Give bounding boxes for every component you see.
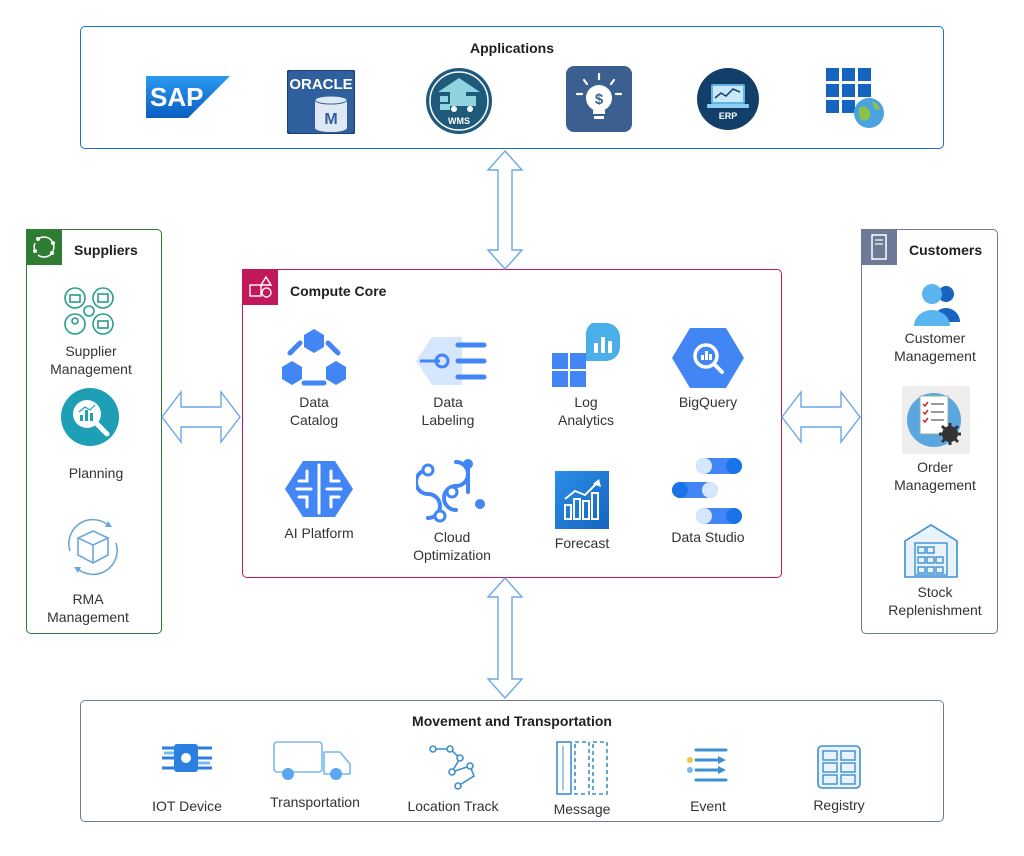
data-catalog-icon bbox=[282, 329, 346, 386]
svg-text:SAP: SAP bbox=[150, 82, 203, 112]
movement-title: Movement and Transportation bbox=[412, 713, 612, 729]
wms-logo: WMS bbox=[426, 68, 492, 134]
supplier-network-icon bbox=[64, 287, 114, 335]
server-icon bbox=[861, 229, 897, 265]
message-label: Message bbox=[553, 801, 611, 817]
order-management-label: Order Management bbox=[894, 459, 976, 493]
order-document-icon bbox=[902, 386, 970, 454]
web-apps-logo bbox=[826, 68, 884, 128]
customer-management-label: Customer Management bbox=[894, 330, 976, 364]
core-customers-connector bbox=[781, 390, 861, 444]
transportation-label: Transportation bbox=[270, 794, 360, 810]
svg-text:WMS: WMS bbox=[448, 116, 470, 126]
compute-core-icon bbox=[242, 269, 278, 305]
warehouse-icon bbox=[904, 524, 958, 578]
svg-text:$: $ bbox=[595, 91, 604, 108]
truck-icon bbox=[273, 741, 351, 780]
compute-core-panel bbox=[242, 269, 782, 578]
event-icon bbox=[687, 748, 728, 782]
svg-text:ORACLE: ORACLE bbox=[289, 76, 352, 93]
movement-panel bbox=[80, 700, 944, 822]
core-movement-connector bbox=[486, 577, 524, 699]
data-catalog-label: Data Catalog bbox=[289, 394, 339, 428]
bigquery-icon bbox=[672, 328, 744, 388]
sap-logo: SAP ® bbox=[146, 76, 230, 118]
forecast-label: Forecast bbox=[554, 535, 610, 551]
cloud-optimization-label: Cloud Optimization bbox=[413, 529, 491, 563]
message-queue-icon bbox=[556, 741, 608, 795]
log-analytics-icon bbox=[552, 323, 620, 387]
svg-text:M: M bbox=[324, 111, 337, 128]
data-labeling-icon bbox=[416, 337, 487, 385]
iot-device-label: IOT Device bbox=[152, 798, 222, 814]
suppliers-core-connector bbox=[161, 390, 241, 444]
forecast-icon bbox=[555, 471, 609, 529]
applications-core-connector bbox=[486, 150, 524, 270]
data-studio-icon bbox=[672, 458, 742, 524]
cycle-icon bbox=[26, 229, 62, 265]
registry-label: Registry bbox=[813, 797, 865, 813]
customers-title: Customers bbox=[909, 242, 983, 258]
planning-label: Planning bbox=[68, 465, 124, 481]
applications-panel bbox=[80, 26, 944, 149]
location-track-icon bbox=[429, 745, 475, 790]
data-studio-label: Data Studio bbox=[671, 529, 745, 545]
svg-text:ERP: ERP bbox=[719, 111, 738, 121]
registry-icon bbox=[817, 745, 861, 789]
rma-management-label: RMA Management bbox=[47, 591, 129, 625]
customer-users-icon bbox=[914, 284, 960, 326]
finance-idea-logo: $ bbox=[566, 66, 632, 132]
stock-replenishment-label: Stock Replenishment bbox=[888, 584, 982, 618]
svg-text:®: ® bbox=[198, 111, 203, 118]
event-label: Event bbox=[690, 798, 726, 814]
ai-platform-label: AI Platform bbox=[284, 525, 354, 541]
suppliers-title: Suppliers bbox=[74, 242, 138, 258]
erp-logo: ERP bbox=[697, 68, 759, 130]
returns-box-icon bbox=[68, 518, 118, 576]
applications-title: Applications bbox=[469, 40, 554, 56]
location-track-label: Location Track bbox=[407, 798, 499, 814]
compute-core-title: Compute Core bbox=[290, 283, 387, 299]
ai-platform-icon bbox=[285, 461, 353, 517]
log-analytics-label: Log Analytics bbox=[557, 394, 615, 428]
planning-chart-icon bbox=[61, 388, 119, 446]
iot-device-icon bbox=[162, 744, 212, 772]
oracle-logo: ORACLE M bbox=[287, 70, 355, 134]
cloud-optimization-icon bbox=[416, 459, 485, 523]
supplier-management-label: Supplier Management bbox=[50, 343, 132, 377]
bigquery-label: BigQuery bbox=[678, 394, 738, 410]
data-labeling-label: Data Labeling bbox=[421, 394, 475, 428]
